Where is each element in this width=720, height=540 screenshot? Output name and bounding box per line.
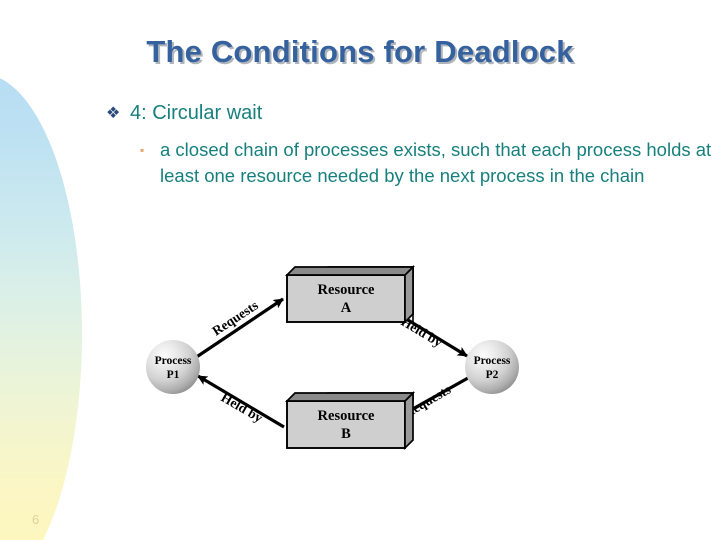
node-resource-b: Resource B bbox=[284, 390, 416, 451]
resource-a-label-line2: A bbox=[341, 300, 352, 316]
node-process-p2: Process P2 bbox=[465, 340, 519, 394]
diamond-cluster-bullet-icon: ❖ bbox=[106, 105, 121, 122]
node-resource-a: Resource A bbox=[284, 264, 416, 325]
bullet-level1: ❖ 4: Circular wait bbox=[106, 100, 718, 126]
process-p2-label-line2: P2 bbox=[486, 369, 499, 381]
slide-body: ❖ 4: Circular wait ▪ a closed chain of p… bbox=[106, 100, 718, 189]
resource-allocation-diagram: Requests Held by Requests Held by bbox=[132, 252, 616, 474]
process-p2-label-line1: Process bbox=[474, 355, 511, 367]
node-process-p1: Process P1 bbox=[146, 340, 200, 394]
resource-b-label-line2: B bbox=[341, 426, 351, 442]
bullet-level2-label: a closed chain of processes exists, such… bbox=[160, 139, 712, 186]
small-square-bullet-icon: ▪ bbox=[140, 143, 145, 157]
decorative-gradient-ellipse bbox=[0, 74, 82, 540]
page-title: The Conditions for Deadlock bbox=[146, 34, 574, 69]
edge-resourceB-heldby-p1: Held by bbox=[197, 374, 285, 429]
slide-number: 6 bbox=[32, 512, 40, 527]
edge-label-resourceB-heldby: Held by bbox=[219, 390, 266, 426]
process-p1-label-line1: Process bbox=[155, 355, 192, 367]
process-p1-label-line2: P1 bbox=[167, 369, 180, 381]
bullet-level1-label: 4: Circular wait bbox=[130, 102, 263, 124]
resource-a-label-line1: Resource bbox=[318, 282, 375, 298]
edge-p1-requests-resourceA: Requests bbox=[194, 297, 284, 360]
bullet-level2: ▪ a closed chain of processes exists, su… bbox=[138, 137, 718, 189]
resource-b-label-line1: Resource bbox=[318, 408, 375, 424]
